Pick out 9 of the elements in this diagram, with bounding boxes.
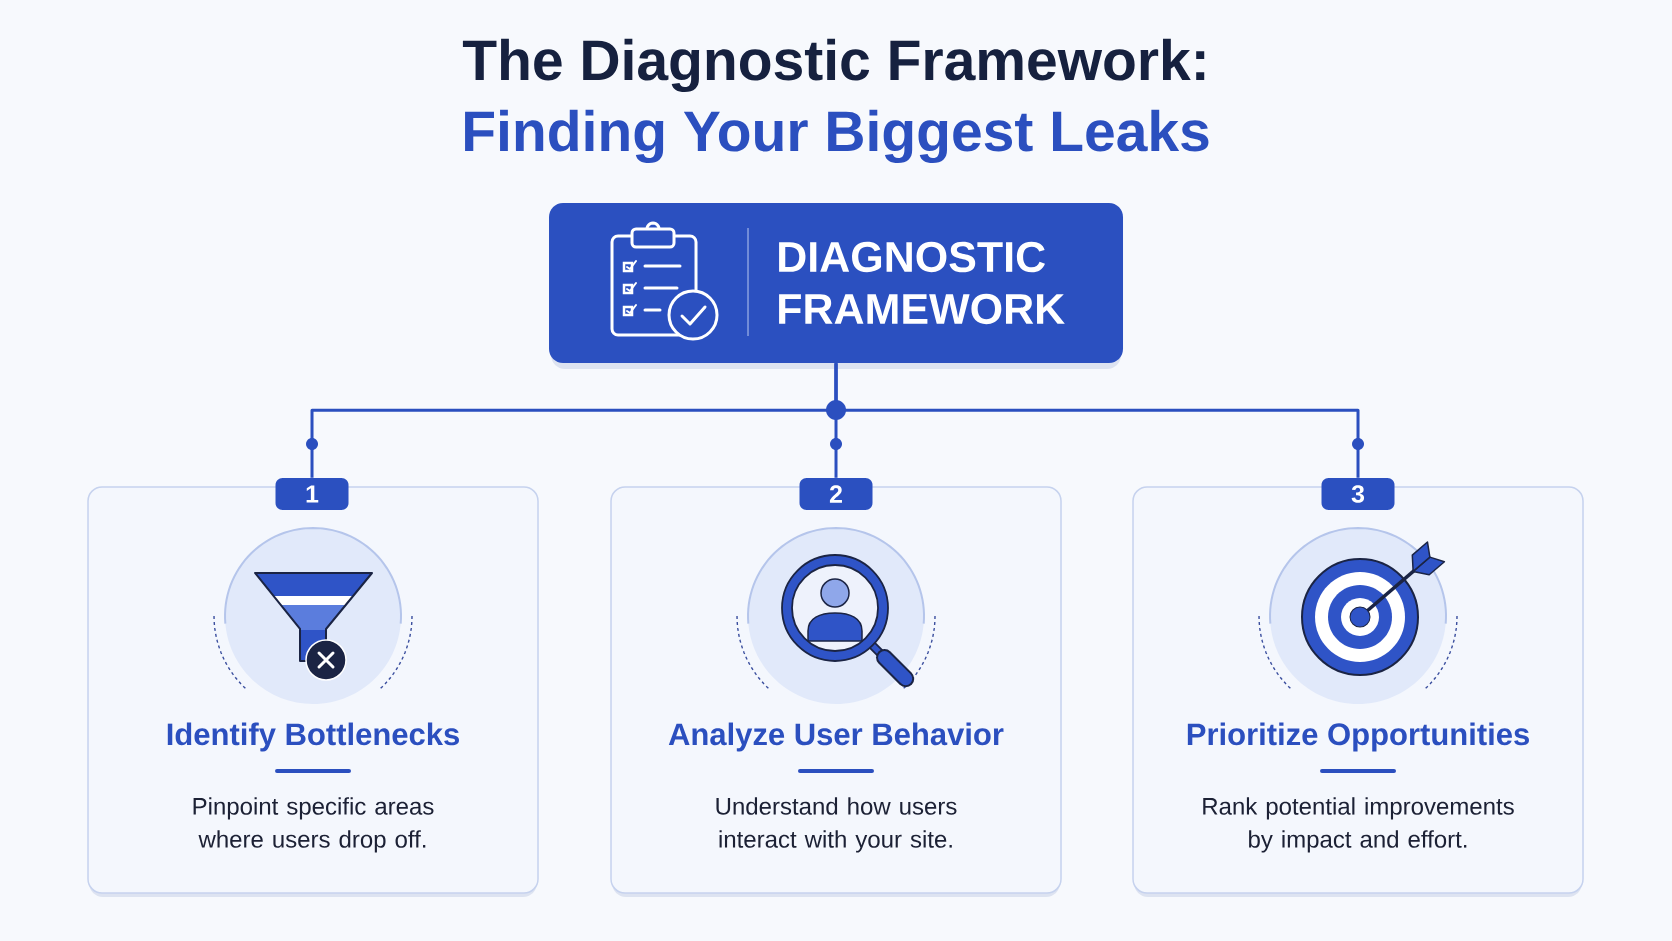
card-text: Rank potential improvements by impact and effort. bbox=[1203, 797, 1514, 853]
card-heading: Prioritize Opportunities bbox=[1187, 722, 1529, 752]
connector-line bbox=[834, 363, 1360, 478]
card-text: Pinpoint specific areas where users drop off. bbox=[193, 797, 434, 853]
title: The Diagnostic Framework: bbox=[462, 38, 1205, 93]
card-heading: Identify Bottlenecks bbox=[167, 722, 459, 752]
card-text: Understand how users interact with your site. bbox=[716, 797, 957, 853]
card-heading: Analyze User Behavior bbox=[668, 722, 1004, 752]
header-box: DIAGNOSTIC FRAMEWORK bbox=[549, 203, 1123, 369]
